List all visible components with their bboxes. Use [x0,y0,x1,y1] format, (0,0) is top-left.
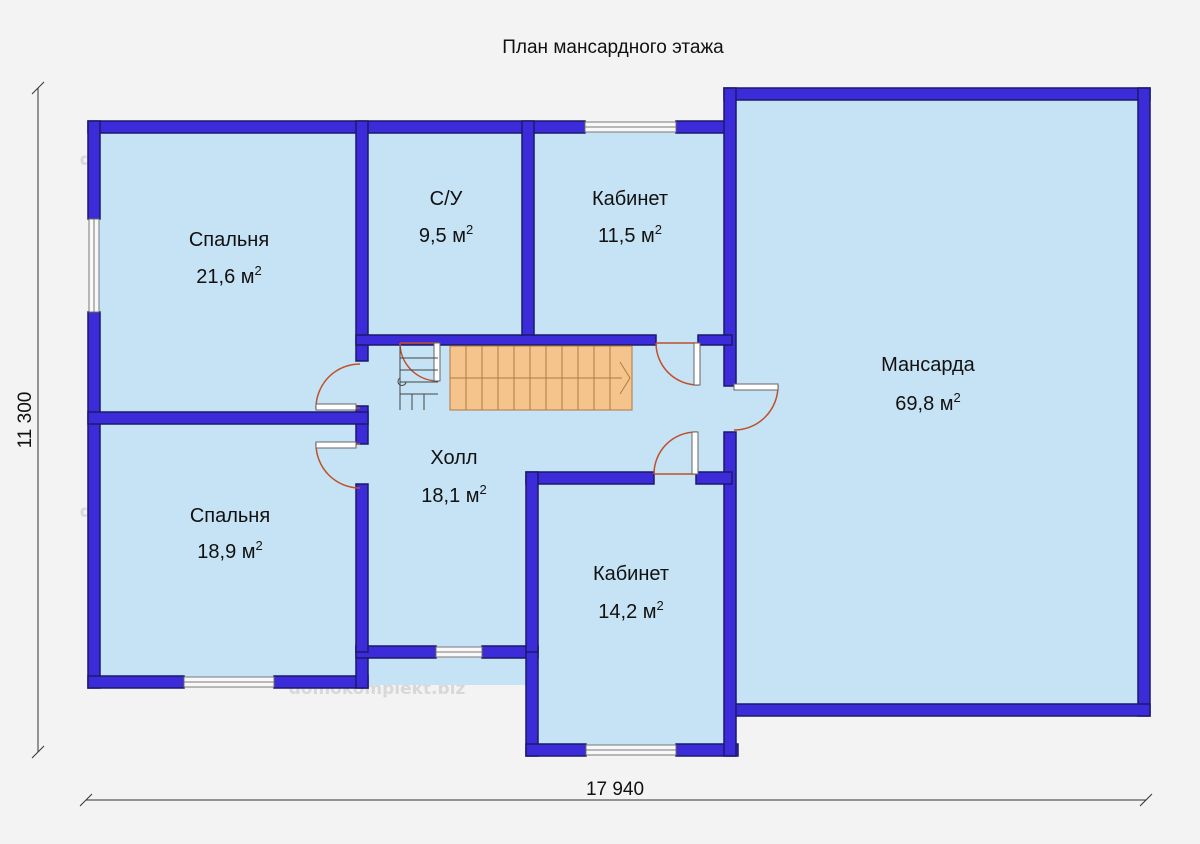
room-area: 9,5 м2 [419,222,473,247]
door-leaf [693,342,701,386]
room-area: 21,6 м2 [196,263,261,288]
wall [525,743,587,757]
plan-title: План мансардного этажа [502,37,724,58]
door-leaf [691,431,699,475]
wall [697,334,733,346]
room-labels: Спальня 21,6 м2 С/У 9,5 м2 Кабинет 11,5 … [189,188,976,623]
wall [723,87,1151,101]
wall [521,120,535,344]
floor-attic [726,92,1146,712]
wall [695,471,733,485]
wall [87,411,369,425]
wall [87,311,101,689]
room-area: 14,2 м2 [598,598,663,623]
door-leaves [315,342,779,475]
stair-arrow-icon [619,361,631,395]
room-name: С/У [430,188,463,210]
wall [525,471,655,485]
stairs [397,345,633,411]
wall [723,431,737,757]
room-name: Спальня [189,229,269,251]
door-leaf [733,383,779,391]
floor-study-lower [530,476,730,748]
stair-start-icon [397,377,407,386]
room-name: Кабинет [593,563,669,585]
wall [525,471,539,653]
dimension-tick [31,745,45,759]
room-area: 18,1 м2 [421,482,486,507]
room-name: Спальня [190,505,270,527]
width-dimension-label: 17 940 [586,779,644,800]
wall [525,645,539,757]
wall [725,703,1151,717]
dimension-lines [31,81,1153,807]
room-name: Мансарда [881,354,976,376]
wall [355,120,369,362]
wall [87,675,185,689]
dimension-tick [1139,793,1153,807]
room-name: Кабинет [592,188,668,210]
dimension-tick [79,793,93,807]
door-leaf [315,403,357,411]
dimension-tick [31,81,45,95]
wall [87,120,586,134]
room-area: 69,8 м2 [895,390,960,415]
wall [355,483,369,653]
wall [1137,87,1151,717]
wall [355,334,657,346]
wall [273,675,369,689]
door-leaf [315,441,357,449]
wall [87,120,101,220]
walls [87,87,1151,757]
room-area: 18,9 м2 [197,538,262,563]
room-area: 11,5 м2 [598,222,662,247]
height-dimension-label: 11 300 [15,392,36,449]
door-leaf [433,342,441,382]
room-name: Холл [430,447,477,469]
wall [723,87,737,387]
windows [88,121,677,756]
